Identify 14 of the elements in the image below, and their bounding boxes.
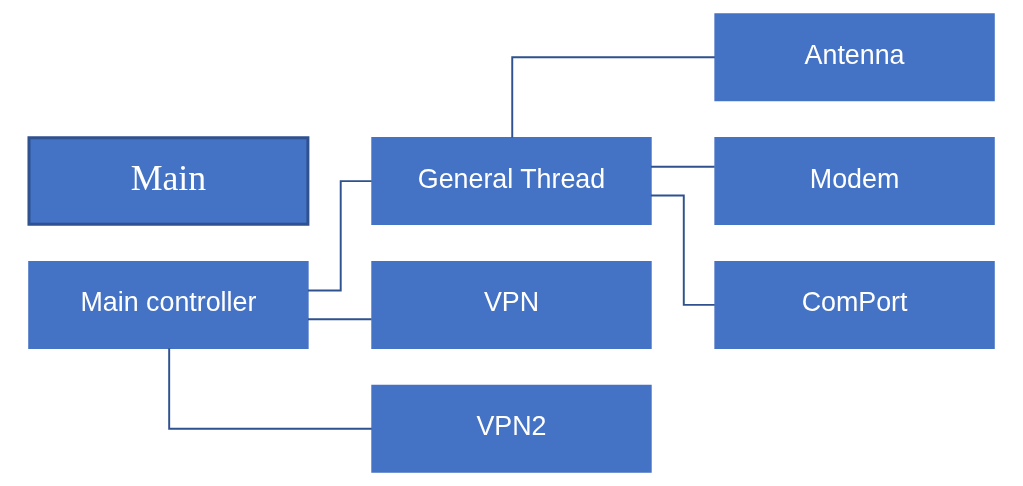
node-box: ComPort: [714, 260, 995, 349]
node-box: General Thread: [371, 137, 652, 226]
node-box: Main controller: [28, 260, 309, 349]
connector: [306, 180, 373, 292]
connector: [650, 194, 716, 306]
node-box: Main: [27, 136, 310, 226]
node-box: VPN: [371, 260, 652, 349]
node-box: Modem: [714, 137, 995, 226]
connector: [168, 347, 373, 430]
connector: [307, 318, 373, 321]
node-box: Antenna: [714, 13, 995, 102]
node-box: VPN2: [371, 384, 652, 473]
connector: [650, 165, 716, 168]
connector: [511, 56, 716, 139]
